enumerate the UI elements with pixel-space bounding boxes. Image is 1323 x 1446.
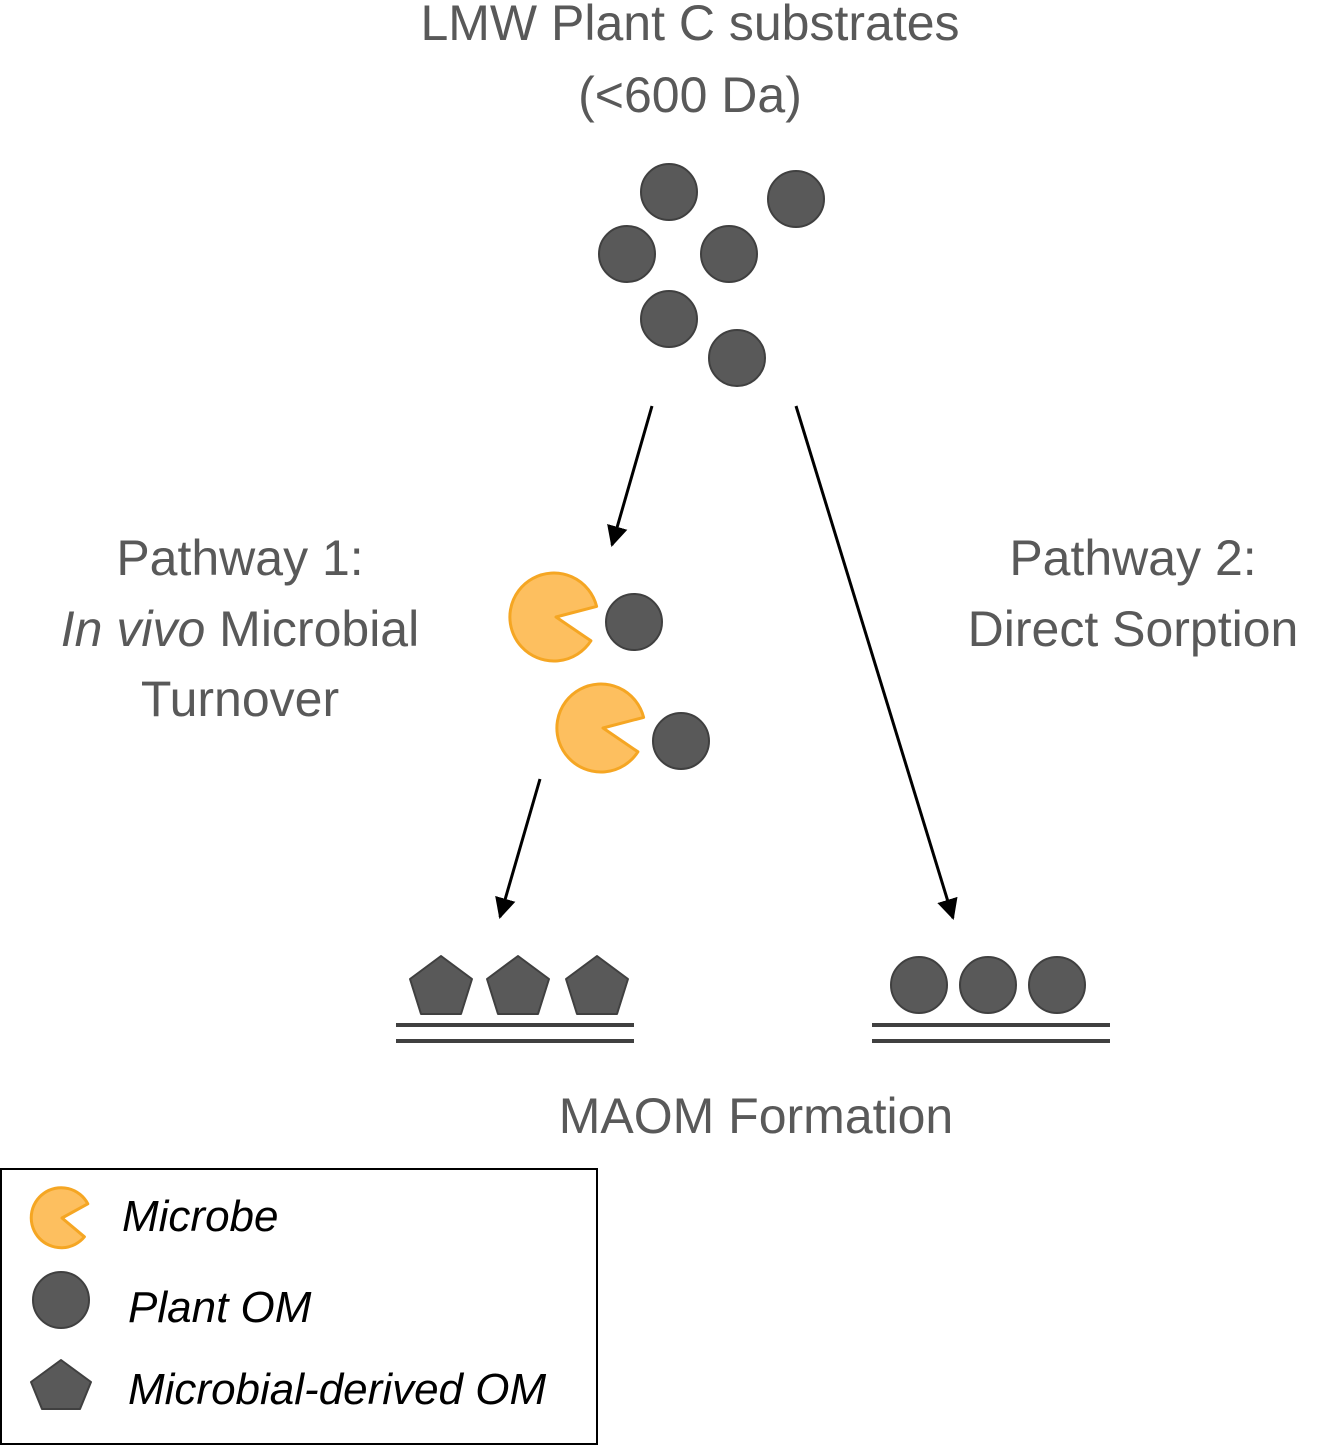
substrate-circle <box>640 290 698 348</box>
legend-microbial-om-icon <box>30 1359 92 1410</box>
plant-om-on-mineral <box>872 956 1110 1043</box>
substrate-circle <box>598 225 656 283</box>
legend-plant-om-icon <box>32 1271 90 1329</box>
microbe-group-1 <box>508 571 663 663</box>
microbe-icon <box>555 682 646 774</box>
pathway2-line-2: Direct Sorption <box>968 601 1299 657</box>
microbe-icon <box>508 571 599 663</box>
legend-box <box>0 1168 598 1445</box>
pathway2-line-1: Pathway 2: <box>1009 530 1256 586</box>
title-line-1: LMW Plant C substrates <box>420 0 959 51</box>
pathway1-line-3: Turnover <box>141 671 339 727</box>
plant-om-circle <box>959 956 1017 1014</box>
substrate-circle <box>700 225 758 283</box>
microbial-om-pentagon <box>565 955 629 1015</box>
pathway1-microbial: Microbial <box>205 601 419 657</box>
pathway1-line-1: Pathway 1: <box>116 530 363 586</box>
plant-om-circle <box>652 712 710 770</box>
plant-om-circle <box>605 593 663 651</box>
arrow-direct-sorption <box>794 405 958 921</box>
pathway1-in-vivo: In vivo <box>61 601 206 657</box>
legend: Microbe Plant OM Microbial-derived OM <box>0 1168 598 1445</box>
microbial-om-pentagon <box>486 955 550 1015</box>
substrate-cluster <box>598 163 825 387</box>
microbial-om-pentagon <box>409 955 473 1015</box>
title-line-2: (<600 Da) <box>578 67 802 123</box>
plant-om-circle <box>1028 956 1086 1014</box>
legend-microbe-label: Microbe <box>122 1192 279 1241</box>
substrate-circle <box>708 329 766 387</box>
arrow-to-microbes <box>607 405 654 548</box>
arrow-microbes-to-maom <box>495 778 542 920</box>
legend-plant-om-label: Plant OM <box>128 1283 312 1332</box>
plant-om-circle <box>890 956 948 1014</box>
microbe-group-2 <box>555 682 710 774</box>
microbial-om-on-mineral <box>396 955 634 1043</box>
substrate-circle <box>767 170 825 228</box>
legend-microbe-icon <box>29 1186 90 1250</box>
pathway1-line-2: In vivo Microbial <box>61 601 419 657</box>
legend-microbial-om-label: Microbial-derived OM <box>128 1365 546 1414</box>
substrate-circle <box>640 163 698 221</box>
maom-formation-label: MAOM Formation <box>559 1088 954 1144</box>
